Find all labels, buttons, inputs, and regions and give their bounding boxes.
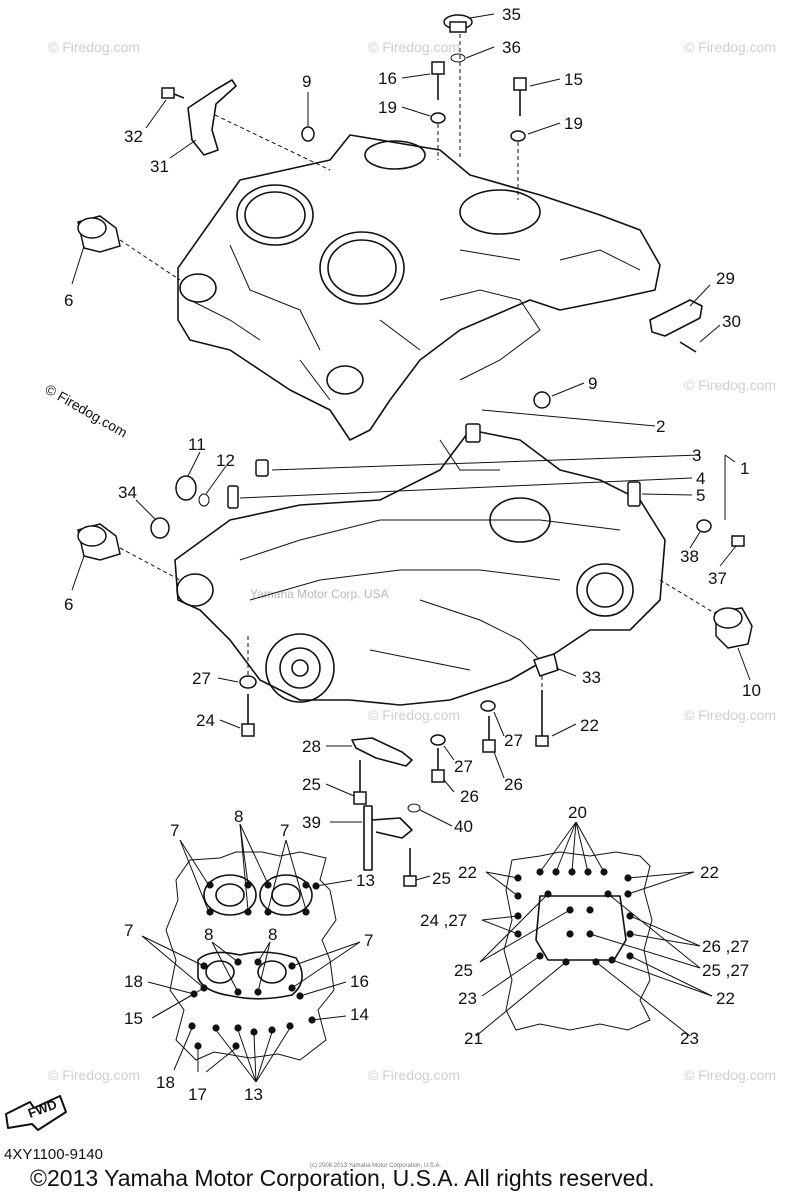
bolt-label-22: 22 [700,863,719,882]
bolt-label-7: 7 [280,821,289,840]
bolt-label-13: 13 [244,1085,263,1104]
watermark: © Firedog.com [368,39,460,55]
callout-30: 30 [722,312,741,331]
callout-6: 6 [64,595,73,614]
callout-19: 19 [564,114,583,133]
callout-24: 24 [196,711,215,730]
callout-27: 27 [454,757,473,776]
lower-case-bolt-pattern-right [475,821,713,1037]
watermark: © Firedog.com [684,39,776,55]
callout-33: 33 [582,668,601,687]
bolt-label-25: 25 [454,961,473,980]
bolt-leaders-left [141,823,361,1083]
callout-19: 19 [378,98,397,117]
callout-25: 25 [302,775,321,794]
callout-27: 27 [504,731,523,750]
forward-arrow-icon: FWD [5,1095,67,1131]
callout-10: 10 [742,681,761,700]
bolt-label-18: 18 [124,972,143,991]
callout-29: 29 [716,269,735,288]
bolt-label-20: 20 [568,803,587,822]
watermark: © Firedog.com [48,1067,140,1083]
callout-27: 27 [192,669,211,688]
callout-25: 25 [432,869,451,888]
bolt-leaders-right [475,821,713,1037]
watermark: © Firedog.com [684,377,776,393]
bolt-dots-right [514,868,634,966]
bolt-label-22: 22 [458,863,477,882]
bolt-label-23: 23 [458,989,477,1008]
bolt-label-26-27: 26 ,27 [702,937,749,956]
callout-12: 12 [216,451,235,470]
side-watermark: © Firedog.com [43,381,131,441]
bolt-label-18: 18 [156,1073,175,1092]
leader-lines [71,13,751,881]
watermarks: © Firedog.com © Firedog.com © Firedog.co… [43,39,777,1083]
callout-38: 38 [680,547,699,566]
bolt-label-17: 17 [188,1085,207,1104]
callout-4: 4 [696,469,705,488]
callout-22: 22 [580,716,599,735]
callout-2: 2 [656,417,665,436]
bolt-label-23: 23 [680,1029,699,1048]
callout-34: 34 [118,483,137,502]
lower-crankcase [174,429,666,706]
bolt-dots-left [188,881,320,1050]
bolt-label-7: 7 [170,821,179,840]
bolt-label-16: 16 [350,972,369,991]
upper-crankcase [177,134,661,441]
bolt-label-25-27: 25 ,27 [702,961,749,980]
callout-16: 16 [378,69,397,88]
watermark: © Firedog.com [368,707,460,723]
callout-5: 5 [696,486,705,505]
callout-3: 3 [692,446,701,465]
callout-28: 28 [302,737,321,756]
callout-35: 35 [502,5,521,24]
callout-36: 36 [502,38,521,57]
callout-6: 6 [64,291,73,310]
callout-39: 39 [302,813,321,832]
bolt-label-15: 15 [124,1009,143,1028]
callout-40: 40 [454,817,473,836]
diagram-code: 4XY1100-9140 [4,1146,103,1163]
bolt-label-14: 14 [350,1005,369,1024]
lower-case-bolt-pattern-left [141,823,361,1083]
copyright-notice: ©2013 Yamaha Motor Corporation, U.S.A. A… [30,1165,655,1191]
callout-11: 11 [188,435,206,454]
callout-26: 26 [504,775,523,794]
callout-9: 9 [588,374,597,393]
watermark: © Firedog.com [684,707,776,723]
callout-labels: 35 36 16 19 15 19 9 32 31 6 29 30 9 2 3 … [64,5,761,1104]
callout-1: 1 [740,459,749,478]
bolt-label-21: 21 [464,1029,483,1048]
callout-15: 15 [564,70,583,89]
bolt-label-8: 8 [234,807,243,826]
bolt-label-7: 7 [124,921,133,940]
bolt-label-7: 7 [364,931,373,950]
watermark: © Firedog.com [368,1067,460,1083]
bolt-label-8: 8 [268,925,277,944]
callout-31: 31 [150,157,169,176]
bolt-label-13: 13 [356,871,375,890]
callout-9: 9 [302,72,311,91]
fine-print: (c) 2008 2013 Yamaha Motor Corporation, … [310,1163,442,1169]
callout-32: 32 [124,127,143,146]
callout-26: 26 [460,787,479,806]
bolt-label-22: 22 [716,989,735,1008]
watermark: © Firedog.com [684,1067,776,1083]
bolt-label-8: 8 [204,925,213,944]
watermark: © Firedog.com [48,39,140,55]
callout-37: 37 [708,569,727,588]
bolt-label-24-27: 24 ,27 [420,911,467,930]
